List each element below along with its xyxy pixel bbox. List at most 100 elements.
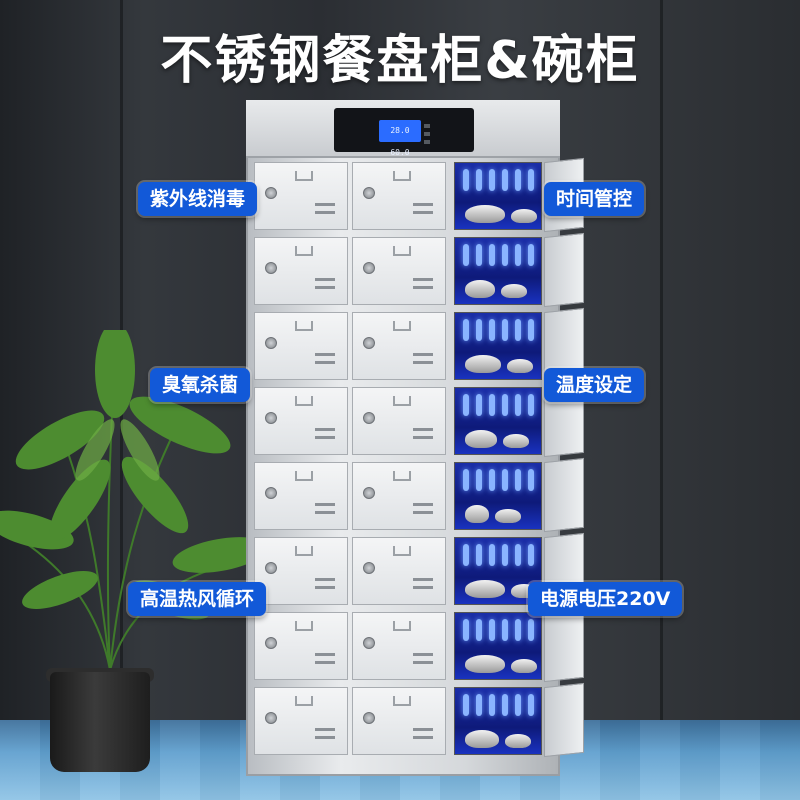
uv-tube: [528, 469, 534, 491]
bowl: [495, 509, 521, 523]
wall-seam: [660, 0, 663, 720]
uv-tube: [528, 694, 534, 716]
locker-door[interactable]: [352, 312, 446, 380]
open-bay-uv-light: [454, 387, 542, 455]
open-door-panel[interactable]: [544, 457, 584, 533]
vent-slot: [413, 653, 433, 656]
uv-tube: [515, 544, 521, 566]
dish-stack: [465, 355, 501, 373]
open-bay-uv-light: [454, 537, 542, 605]
dish-stack: [465, 205, 505, 223]
feature-badge-time: 时间管控: [544, 182, 645, 216]
uv-tube: [515, 469, 521, 491]
vent-slot: [413, 361, 433, 364]
vent-slot: [413, 736, 433, 739]
uv-tube: [515, 619, 521, 641]
bowl: [511, 209, 537, 223]
locker-door[interactable]: [254, 462, 348, 530]
dish-stack: [465, 580, 505, 598]
locker-door[interactable]: [254, 537, 348, 605]
uv-tube: [463, 244, 469, 266]
control-button[interactable]: [424, 140, 430, 144]
vent-slot: [315, 353, 335, 356]
vent-slot: [413, 203, 433, 206]
vent-slot: [315, 428, 335, 431]
door-handle: [295, 621, 313, 631]
vent-slot: [315, 211, 335, 214]
feature-badge-temp: 温度设定: [544, 368, 645, 402]
lock-icon: [265, 487, 277, 499]
control-button[interactable]: [424, 124, 430, 128]
vent-slot: [413, 578, 433, 581]
uv-tube: [489, 469, 495, 491]
control-button[interactable]: [424, 132, 430, 136]
vent-slot: [315, 511, 335, 514]
lock-icon: [363, 487, 375, 499]
uv-tube: [476, 394, 482, 416]
door-handle: [393, 321, 411, 331]
lock-icon: [363, 412, 375, 424]
door-handle: [393, 396, 411, 406]
lock-icon: [363, 262, 375, 274]
vent-slot: [413, 436, 433, 439]
feature-badge-voltage: 电源电压220V: [528, 582, 683, 616]
locker-door[interactable]: [254, 162, 348, 230]
locker-door[interactable]: [254, 237, 348, 305]
uv-tube: [515, 694, 521, 716]
uv-tube: [463, 169, 469, 191]
door-handle: [295, 471, 313, 481]
locker-door[interactable]: [352, 687, 446, 755]
uv-tube: [463, 619, 469, 641]
vent-slot: [413, 661, 433, 664]
door-handle: [393, 471, 411, 481]
uv-tube: [515, 394, 521, 416]
plant-pot: [50, 672, 150, 772]
locker-door[interactable]: [352, 462, 446, 530]
compartment-row: [254, 382, 584, 458]
locker-door[interactable]: [352, 387, 446, 455]
compartment-row: [254, 307, 584, 383]
uv-tube: [528, 319, 534, 341]
vent-slot: [413, 728, 433, 731]
lock-icon: [265, 337, 277, 349]
uv-tube: [489, 169, 495, 191]
open-bay-uv-light: [454, 312, 542, 380]
uv-tube: [489, 619, 495, 641]
uv-tube: [528, 394, 534, 416]
vent-slot: [315, 661, 335, 664]
locker-door[interactable]: [254, 312, 348, 380]
locker-door[interactable]: [352, 537, 446, 605]
door-handle: [295, 321, 313, 331]
door-handle: [295, 246, 313, 256]
locker-door[interactable]: [254, 687, 348, 755]
locker-door[interactable]: [352, 612, 446, 680]
uv-tube: [489, 544, 495, 566]
open-door-panel[interactable]: [544, 682, 584, 758]
bowl: [511, 659, 537, 673]
uv-tube: [476, 694, 482, 716]
dish-stack: [465, 280, 495, 298]
open-door-panel[interactable]: [544, 232, 584, 308]
lock-icon: [265, 637, 277, 649]
locker-door[interactable]: [352, 162, 446, 230]
compartment-row: [254, 457, 584, 533]
feature-badge-uv: 紫外线消毒: [138, 182, 258, 216]
locker-door[interactable]: [254, 612, 348, 680]
door-handle: [393, 696, 411, 706]
open-bay-uv-light: [454, 687, 542, 755]
lock-icon: [265, 187, 277, 199]
dish-stack: [465, 430, 497, 448]
lock-icon: [363, 712, 375, 724]
open-door-panel[interactable]: [544, 607, 584, 683]
uv-tube: [528, 544, 534, 566]
door-handle: [295, 396, 313, 406]
dish-stack: [465, 730, 499, 748]
compartment-row: [254, 682, 584, 758]
bowl: [503, 434, 529, 448]
bowl: [501, 284, 527, 298]
locker-door[interactable]: [254, 387, 348, 455]
locker-door[interactable]: [352, 237, 446, 305]
uv-tube: [476, 544, 482, 566]
uv-tube: [476, 244, 482, 266]
uv-tube: [463, 544, 469, 566]
